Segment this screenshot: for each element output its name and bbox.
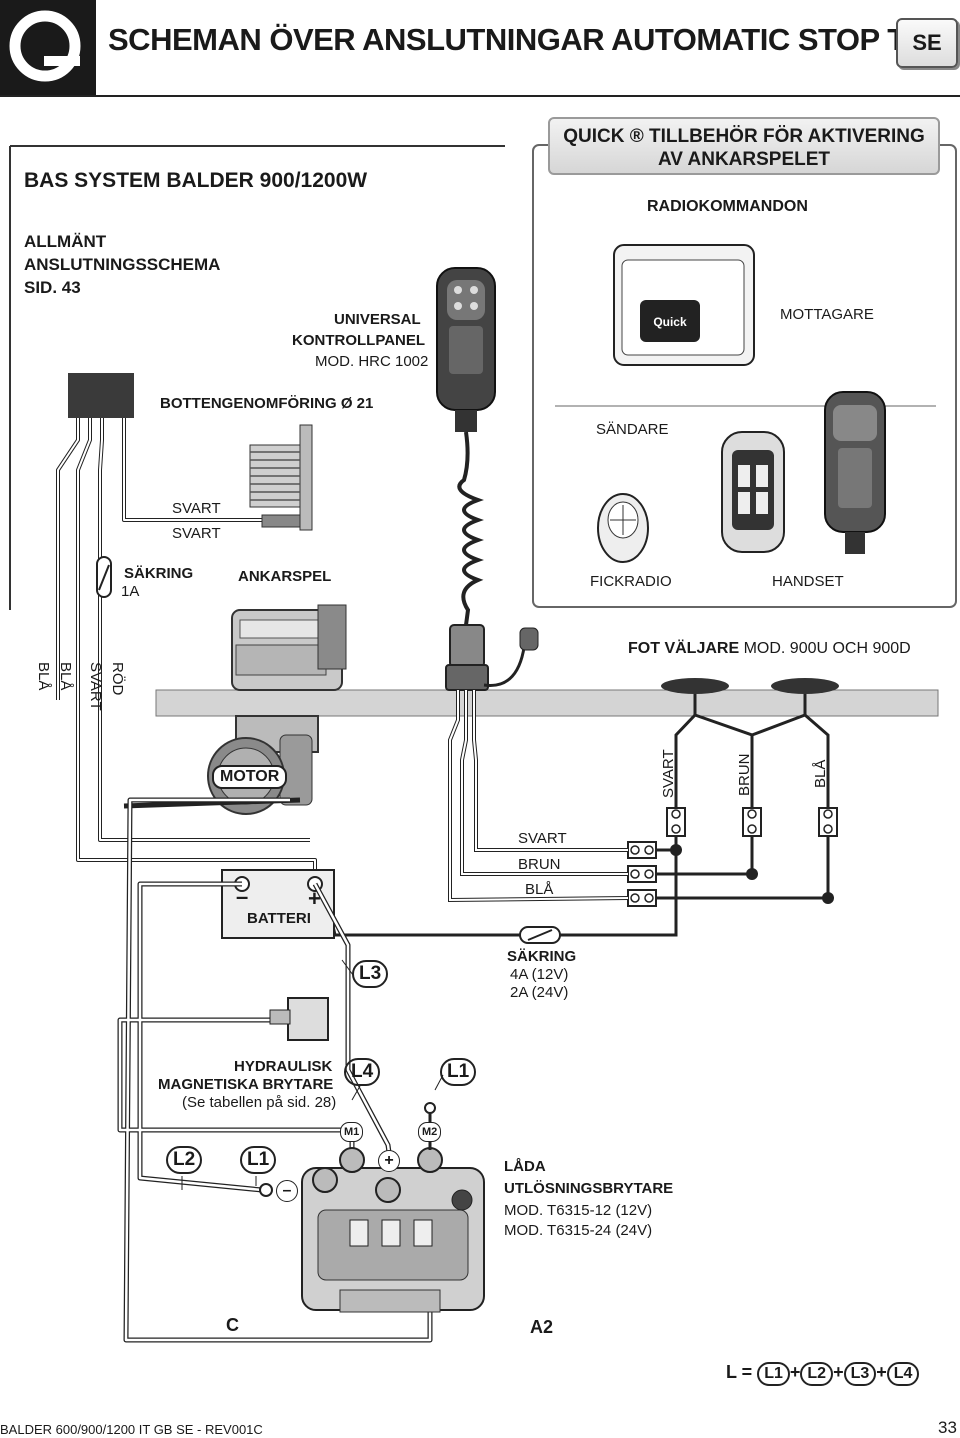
- wire-svart-label: SVART: [518, 830, 567, 847]
- length-l2: L2: [166, 1146, 203, 1174]
- svg-text:Quick: Quick: [653, 315, 687, 329]
- terminal-plus: +: [378, 1150, 400, 1172]
- battery-label: BATTERI: [247, 910, 311, 927]
- foot-svart-label: SVART: [660, 749, 677, 798]
- general-label-3: SID. 43: [24, 278, 81, 297]
- general-label-1: ALLMÄNT: [24, 232, 107, 251]
- language-badge: SE: [896, 18, 958, 68]
- main-fuse-label: SÄKRING: [507, 948, 577, 965]
- foot-switch-title-rest: MOD. 900U OCH 900D: [739, 640, 911, 657]
- receiver-label: MOTTAGARE: [780, 306, 874, 323]
- formula-l2: L2: [800, 1362, 834, 1386]
- wire-label-svart: SVART: [87, 662, 104, 711]
- page-title: SCHEMAN ÖVER ANSLUTNINGAR AUTOMATIC STOP…: [108, 22, 923, 57]
- page-number: 33: [938, 1418, 957, 1437]
- wire-bla-label: BLÅ: [525, 881, 554, 898]
- terminal-a2: A2: [530, 1317, 554, 1337]
- terminal-c: C: [226, 1315, 239, 1335]
- formula-l1: L1: [757, 1362, 790, 1386]
- deck-gland-label: BOTTENGENOMFÖRING Ø 21: [160, 395, 374, 412]
- formula-l3: L3: [843, 1362, 877, 1386]
- foot-bla-label: BLÅ: [812, 759, 829, 788]
- battery-plus: +: [308, 886, 321, 911]
- formula-plus-2: +: [833, 1362, 844, 1382]
- foot-switch-title: FOT VÄLJARE MOD. 900U OCH 900D: [628, 640, 911, 658]
- panel-label-1: UNIVERSAL: [334, 311, 421, 328]
- length-formula: L = L1+L2+L3+L4: [726, 1362, 920, 1386]
- foot-switch-title-bold: FOT VÄLJARE: [628, 640, 740, 657]
- terminal-m2: M2: [418, 1122, 442, 1142]
- formula-l4: L4: [886, 1362, 920, 1386]
- svart-label-2: SVART: [172, 525, 221, 542]
- pocket-remote-label: FICKRADIO: [590, 573, 672, 590]
- box-label-1: LÅDA: [504, 1158, 546, 1175]
- main-fuse-24v: 2A (24V): [510, 984, 569, 1001]
- box-model-12v: MOD. T6315-12 (12V): [504, 1202, 653, 1219]
- main-fuse-12v: 4A (12V): [510, 966, 569, 983]
- terminal-m1: M1: [340, 1122, 364, 1142]
- formula-plus-1: +: [789, 1362, 801, 1382]
- windlass-label: ANKARSPEL: [238, 568, 332, 585]
- wire-label-bla-2: BLÅ: [57, 662, 74, 691]
- formula-prefix: L =: [726, 1362, 753, 1382]
- foot-brun-label: BRUN: [736, 753, 753, 796]
- general-label-2: ANSLUTNINGSSCHEMA: [24, 255, 221, 274]
- motor-label: MOTOR: [212, 765, 288, 789]
- svart-label-1: SVART: [172, 500, 221, 517]
- hydraulic-label-2: MAGNETISKA BRYTARE: [158, 1076, 334, 1093]
- brand-logo: [0, 0, 96, 96]
- box-label-2: UTLÖSNINGSBRYTARE: [504, 1180, 674, 1197]
- length-l3: L3: [352, 960, 389, 988]
- wire-brun-label: BRUN: [518, 856, 561, 873]
- transmitter-label: SÄNDARE: [596, 421, 669, 438]
- terminal-minus: –: [276, 1180, 298, 1202]
- length-l4: L4: [344, 1058, 381, 1086]
- radio-label: RADIOKOMMANDON: [647, 198, 808, 215]
- accessories-title: QUICK ® TILLBEHÖR FÖR AKTIVERING AV ANKA…: [548, 117, 940, 175]
- panel-model: MOD. HRC 1002: [315, 353, 429, 370]
- accessories-title-2: AV ANKARSPELET: [657, 149, 831, 170]
- panel-label-2: KONTROLLPANEL: [292, 332, 426, 349]
- wire-label-rod: RÖD: [109, 662, 126, 696]
- small-fuse-value: 1A: [121, 583, 140, 600]
- accessories-title-1: QUICK ® TILLBEHÖR FÖR AKTIVERING: [563, 126, 925, 147]
- system-title: BAS SYSTEM BALDER 900/1200W: [24, 169, 368, 192]
- handset-label: HANDSET: [772, 573, 844, 590]
- footer-doc-ref: BALDER 600/900/1200 IT GB SE - REV001C: [0, 1422, 263, 1437]
- wire-label-bla-1: BLÅ: [35, 662, 52, 691]
- small-fuse-label: SÄKRING: [124, 565, 194, 582]
- length-l1-b: L1: [440, 1058, 477, 1086]
- box-model-24v: MOD. T6315-24 (24V): [504, 1222, 653, 1239]
- battery-minus: –: [236, 884, 249, 909]
- hydraulic-label-3: (Se tabellen på sid. 28): [182, 1094, 337, 1111]
- hydraulic-label-1: HYDRAULISK: [234, 1058, 333, 1075]
- formula-plus-3: +: [876, 1362, 887, 1382]
- length-l1-a: L1: [240, 1146, 277, 1174]
